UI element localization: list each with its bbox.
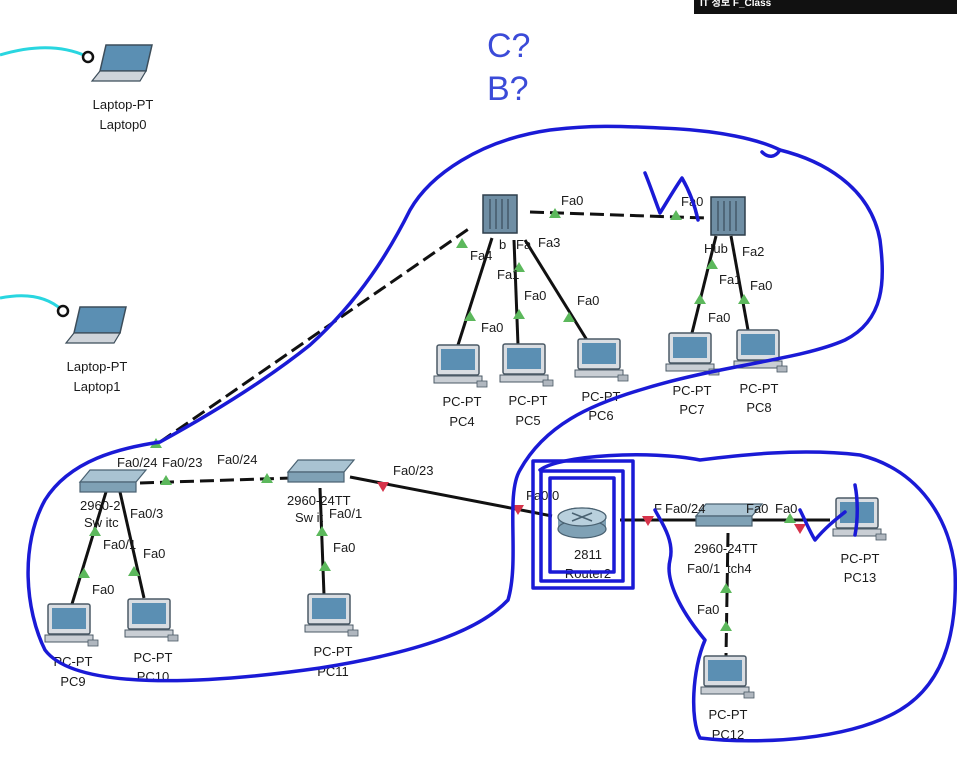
svg-text:Fa0/24: Fa0/24 bbox=[665, 501, 705, 516]
svg-text:2811: 2811 bbox=[574, 547, 602, 562]
svg-text:PC6: PC6 bbox=[588, 408, 613, 423]
svg-text:PC13: PC13 bbox=[844, 570, 877, 585]
svg-text:PC-PT: PC-PT bbox=[841, 551, 880, 566]
svg-text:Fa0/24: Fa0/24 bbox=[217, 452, 257, 467]
pc-icon bbox=[44, 603, 99, 647]
laptop-icon bbox=[65, 306, 127, 344]
svg-text:F: F bbox=[654, 501, 662, 516]
svg-text:Fa2: Fa2 bbox=[742, 244, 764, 259]
pc-icon bbox=[124, 598, 179, 642]
svg-text:Fa: Fa bbox=[516, 237, 532, 252]
pc-icon bbox=[574, 338, 629, 382]
laptop-laptop0[interactable]: Laptop-PT Laptop0 bbox=[91, 44, 154, 132]
switch-icon bbox=[79, 469, 147, 493]
switch-right[interactable]: 2960-24TT tch4 bbox=[694, 503, 763, 576]
switch-left[interactable]: 2960-2 Sw itc bbox=[79, 469, 147, 530]
svg-text:Fa0: Fa0 bbox=[92, 582, 114, 597]
cables bbox=[70, 210, 830, 657]
svg-text:PC-PT: PC-PT bbox=[443, 394, 482, 409]
switch-icon bbox=[287, 459, 355, 483]
svg-text:PC4: PC4 bbox=[449, 414, 474, 429]
svg-text:Fa0: Fa0 bbox=[577, 293, 599, 308]
svg-text:Fa0: Fa0 bbox=[481, 320, 503, 335]
svg-text:tch4: tch4 bbox=[727, 561, 752, 576]
hub-left[interactable]: b bbox=[482, 194, 518, 252]
svg-text:Fa0: Fa0 bbox=[708, 310, 730, 325]
svg-text:Fa0/23: Fa0/23 bbox=[393, 463, 433, 478]
device-type-label: Laptop-PT bbox=[93, 97, 154, 112]
pc-pc10[interactable]: PC-PT PC10 bbox=[124, 598, 179, 684]
pc-icon bbox=[700, 655, 755, 699]
pc-icon bbox=[665, 332, 720, 376]
hub-icon bbox=[482, 194, 518, 234]
window-title: IT 정보 F_Class bbox=[700, 0, 772, 9]
laptop-laptop1[interactable]: Laptop-PT Laptop1 bbox=[65, 306, 128, 394]
svg-text:Fa0: Fa0 bbox=[524, 288, 546, 303]
window-title-bar: IT 정보 F_Class bbox=[694, 0, 957, 14]
router-router2[interactable]: 2811 Router2 bbox=[557, 507, 611, 581]
wireless-antenna-icon bbox=[81, 50, 95, 64]
svg-text:PC5: PC5 bbox=[515, 413, 540, 428]
svg-text:2960-2: 2960-2 bbox=[80, 498, 120, 513]
wireless-antenna-icon bbox=[56, 304, 70, 318]
pc-pc4[interactable]: PC-PT PC4 bbox=[433, 344, 488, 429]
wireless-link bbox=[0, 46, 87, 58]
pc-pc5[interactable]: PC-PT PC5 bbox=[499, 343, 554, 428]
svg-text:Fa0: Fa0 bbox=[750, 278, 772, 293]
annotation-text: C? bbox=[487, 27, 530, 65]
svg-text:Fa0: Fa0 bbox=[143, 546, 165, 561]
annotation-text: B? bbox=[487, 70, 529, 108]
svg-text:PC-PT: PC-PT bbox=[709, 707, 748, 722]
svg-text:2960-24TT: 2960-24TT bbox=[287, 493, 351, 508]
svg-text:Fa0: Fa0 bbox=[697, 602, 719, 617]
svg-text:Fa1: Fa1 bbox=[497, 267, 519, 282]
svg-text:PC8: PC8 bbox=[746, 400, 771, 415]
pc-pc9[interactable]: PC-PT PC9 bbox=[44, 603, 99, 689]
pc-icon bbox=[433, 344, 488, 388]
svg-text:PC-PT: PC-PT bbox=[740, 381, 779, 396]
svg-text:PC-PT: PC-PT bbox=[509, 393, 548, 408]
svg-text:Sw it: Sw it bbox=[295, 510, 324, 525]
hub-right[interactable]: Hub bbox=[704, 196, 746, 256]
device-name-label: Laptop0 bbox=[100, 117, 147, 132]
svg-text:Fa3: Fa3 bbox=[538, 235, 560, 250]
svg-text:PC7: PC7 bbox=[679, 402, 704, 417]
svg-text:PC-PT: PC-PT bbox=[673, 383, 712, 398]
pc-icon bbox=[304, 593, 359, 637]
svg-text:Fa0: Fa0 bbox=[561, 193, 583, 208]
pc-pc8[interactable]: PC-PT PC8 bbox=[733, 329, 788, 415]
pc-icon bbox=[832, 497, 887, 541]
device-name-label: Laptop1 bbox=[74, 379, 121, 394]
svg-text:PC-PT: PC-PT bbox=[134, 650, 173, 665]
svg-text:Fa0: Fa0 bbox=[746, 501, 768, 516]
svg-text:PC9: PC9 bbox=[60, 674, 85, 689]
svg-text:Fa4: Fa4 bbox=[470, 248, 492, 263]
svg-text:Fa0: Fa0 bbox=[775, 501, 797, 516]
device-name-label: Hub bbox=[704, 241, 728, 256]
svg-text:Fa1: Fa1 bbox=[719, 272, 741, 287]
svg-text:PC-PT: PC-PT bbox=[314, 644, 353, 659]
svg-text:Fa0/3: Fa0/3 bbox=[130, 506, 163, 521]
laptop-icon bbox=[91, 44, 153, 82]
pc-icon bbox=[499, 343, 554, 387]
switch-mid[interactable]: 2960-24TT Sw it bbox=[287, 459, 355, 525]
hub-icon bbox=[710, 196, 746, 236]
wireless-link bbox=[0, 294, 64, 312]
device-type-label: Laptop-PT bbox=[67, 359, 128, 374]
svg-text:Fa0/1: Fa0/1 bbox=[329, 506, 362, 521]
svg-text:Fa0/1: Fa0/1 bbox=[103, 537, 136, 552]
pc-pc12[interactable]: PC-PT PC12 bbox=[700, 655, 755, 742]
svg-text:Fa0/24: Fa0/24 bbox=[117, 455, 157, 470]
svg-text:2960-24TT: 2960-24TT bbox=[694, 541, 758, 556]
svg-text:Fa0: Fa0 bbox=[333, 540, 355, 555]
svg-text:Fa0/1: Fa0/1 bbox=[687, 561, 720, 576]
device-name-label: b bbox=[499, 237, 506, 252]
svg-text:Sw itc: Sw itc bbox=[84, 515, 119, 530]
router-icon bbox=[557, 507, 607, 539]
pc-pc7[interactable]: PC-PT PC7 bbox=[665, 332, 720, 417]
pc-pc13[interactable]: PC-PT PC13 bbox=[832, 497, 887, 585]
pen-annotations bbox=[26, 124, 957, 743]
svg-text:Fa0/23: Fa0/23 bbox=[162, 455, 202, 470]
